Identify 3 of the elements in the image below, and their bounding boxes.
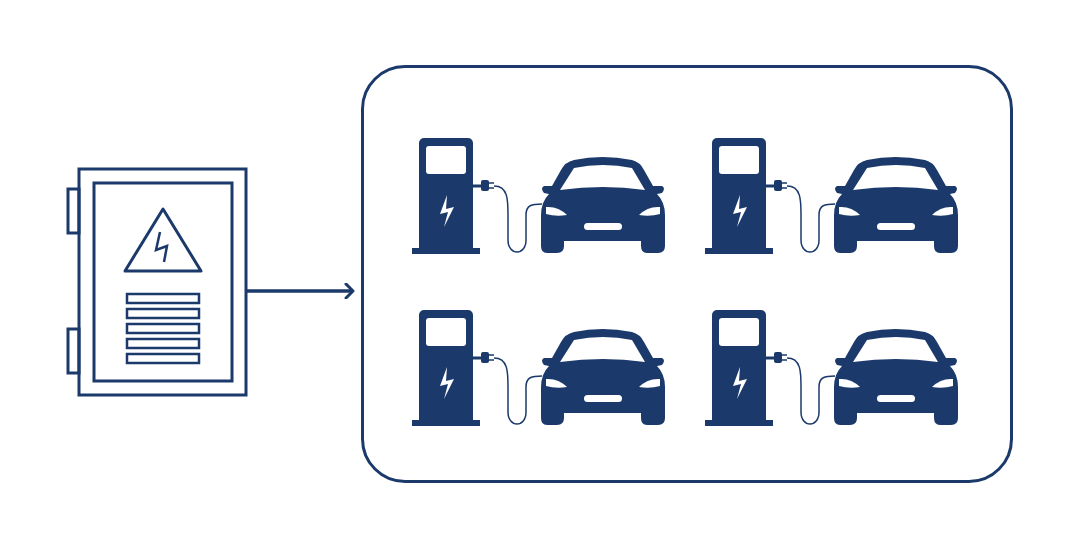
electrical-panel-drawing [66,166,249,397]
arrow [247,282,355,300]
group-box [361,65,1013,483]
